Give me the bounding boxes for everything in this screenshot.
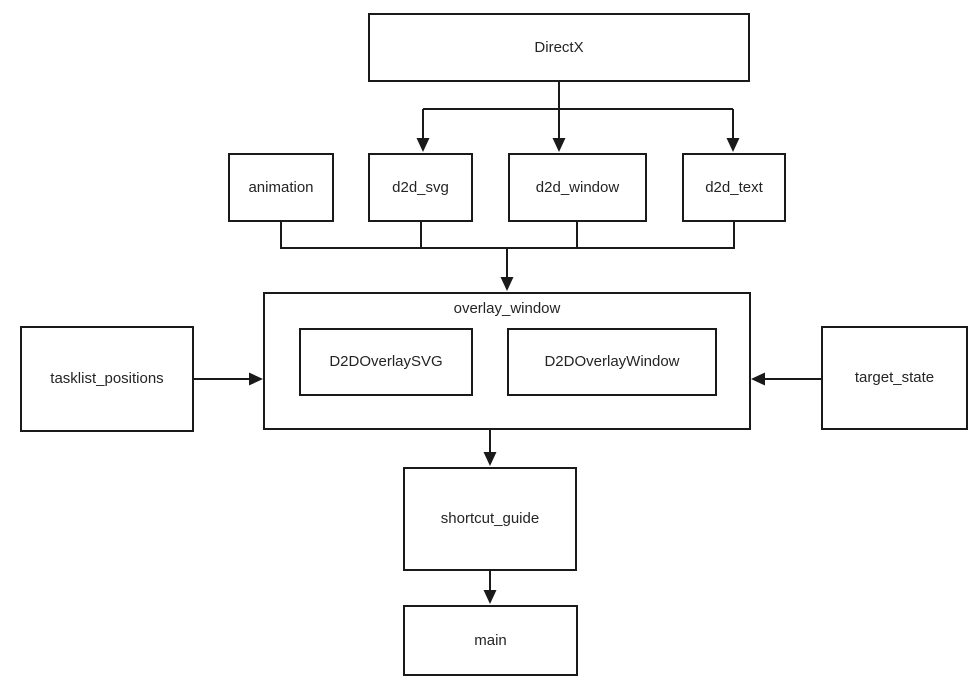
node-overlay-window-label: overlay_window [453,300,561,317]
node-d2d-overlay-window-label: D2DOverlayWindow [544,353,680,370]
node-main: main [403,605,578,676]
node-d2d-window-label: d2d_window [535,178,620,196]
arrowhead-overlay-left [249,372,263,386]
node-target-state-label: target_state [854,369,935,386]
arrowhead-main [483,590,497,604]
arrowhead-d2d-window [552,138,566,152]
node-main-label: main [474,631,507,649]
node-d2d-svg: d2d_svg [368,153,473,222]
node-directx-label: DirectX [534,38,584,56]
node-d2d-svg-label: d2d_svg [392,178,449,196]
node-d2d-overlay-svg: D2DOverlaySVG [299,328,473,396]
node-d2d-text-label: d2d_text [705,178,763,196]
node-shortcut-guide-label: shortcut_guide [440,510,540,527]
arrowhead-d2d-text [726,138,740,152]
arrowhead-shortcut-guide [483,452,497,466]
node-target-state: target_state [821,326,968,430]
node-d2d-overlay-svg-label: D2DOverlaySVG [329,353,443,370]
node-directx: DirectX [368,13,750,82]
arrowhead-overlay-window [500,277,514,291]
node-d2d-window: d2d_window [508,153,647,222]
node-animation: animation [228,153,334,222]
node-shortcut-guide: shortcut_guide [403,467,577,571]
node-d2d-overlay-window: D2DOverlayWindow [507,328,717,396]
node-tasklist-positions: tasklist_positions [20,326,194,432]
arrowhead-d2d-svg [416,138,430,152]
node-d2d-text: d2d_text [682,153,786,222]
arrowhead-overlay-right [751,372,765,386]
node-tasklist-positions-label: tasklist_positions [50,370,164,387]
node-animation-label: animation [248,178,314,196]
